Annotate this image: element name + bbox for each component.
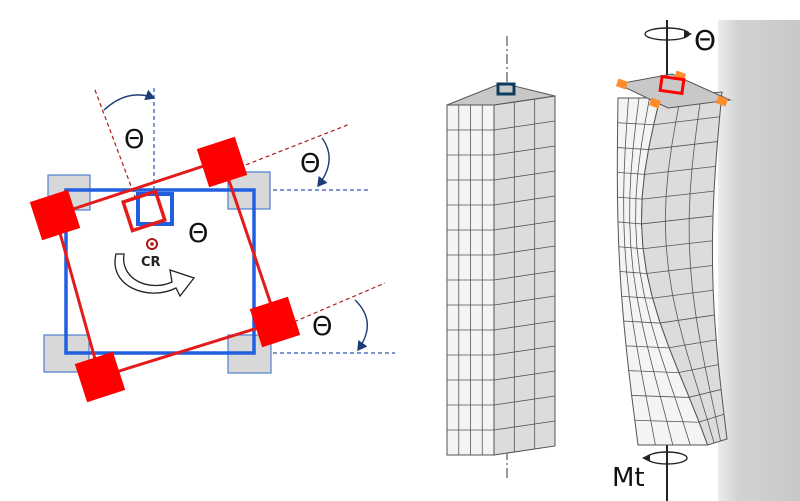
grid-line-h [493,120,556,131]
twist-grid-v [623,97,656,446]
plan-view [29,88,395,403]
twist-grid-v [688,93,721,442]
grid-line-h [493,420,556,431]
corner-marker [615,78,629,90]
corner-marker [648,97,662,109]
twist-grid-h [654,116,720,126]
twist-grid-v [635,97,691,446]
corner-marker [715,95,729,107]
grid-line-h [493,170,556,181]
torque-label: Mt [612,463,645,493]
grid-line-h [493,270,556,281]
theta-label-center: Θ [188,219,208,249]
angle-arc-right-top [317,137,330,188]
grid-line-h [493,295,556,306]
center-of-rigidity-label: CR [141,255,161,270]
twist-grid-v [629,97,674,446]
twist-grid-h [641,215,714,225]
grid-line-h [493,145,556,156]
theta-label-top: Θ [124,125,144,155]
center-of-rigidity-dot [150,242,154,246]
twist-grid-h [668,339,717,349]
undeformed-column [446,36,556,480]
twist-grid-h [644,165,716,175]
core-rotated [120,189,168,233]
twisted-core-marker [658,74,686,96]
twist-grid-h [642,190,715,200]
grid-line-h [493,345,556,356]
rotated-column-top-left [29,189,81,241]
core-original [136,192,174,226]
twist-grid-h [688,389,722,398]
grid-line-h [493,245,556,256]
column-core-marker [496,82,516,96]
twist-grid-h [698,413,725,423]
grid-line-h [493,370,556,381]
theta-label-right-bottom: Θ [312,312,332,342]
original-floor-outline [64,188,256,355]
grid-line-h [493,220,556,231]
twist-grid-h [652,289,714,299]
rotated-column-bottom-right [249,296,301,348]
torsion-arrow-head-top [684,30,692,38]
grid-line-h [493,395,556,406]
grid-line-h [493,320,556,331]
twist-grid-h [659,314,715,324]
theta-label-torsion: Θ [694,24,716,57]
twist-grid-v [664,95,715,444]
angle-arc-top [103,89,156,111]
curved-arrow-icon [114,253,196,298]
twist-grid-h [646,265,713,274]
wall [718,20,800,501]
twist-grid-h [678,364,719,374]
torque-arrow-head [642,454,650,462]
rotated-line-right-bottom [274,282,386,331]
theta-label-right-top: Θ [300,149,320,179]
angle-arc-right-bottom [354,299,368,352]
twist-grid-h [648,141,718,150]
rotated-column-top-right [196,136,248,188]
grid-line-h [493,195,556,206]
rotated-column-bottom-left [74,351,126,403]
twisted-column [615,20,800,501]
twist-grid-h [642,240,713,250]
